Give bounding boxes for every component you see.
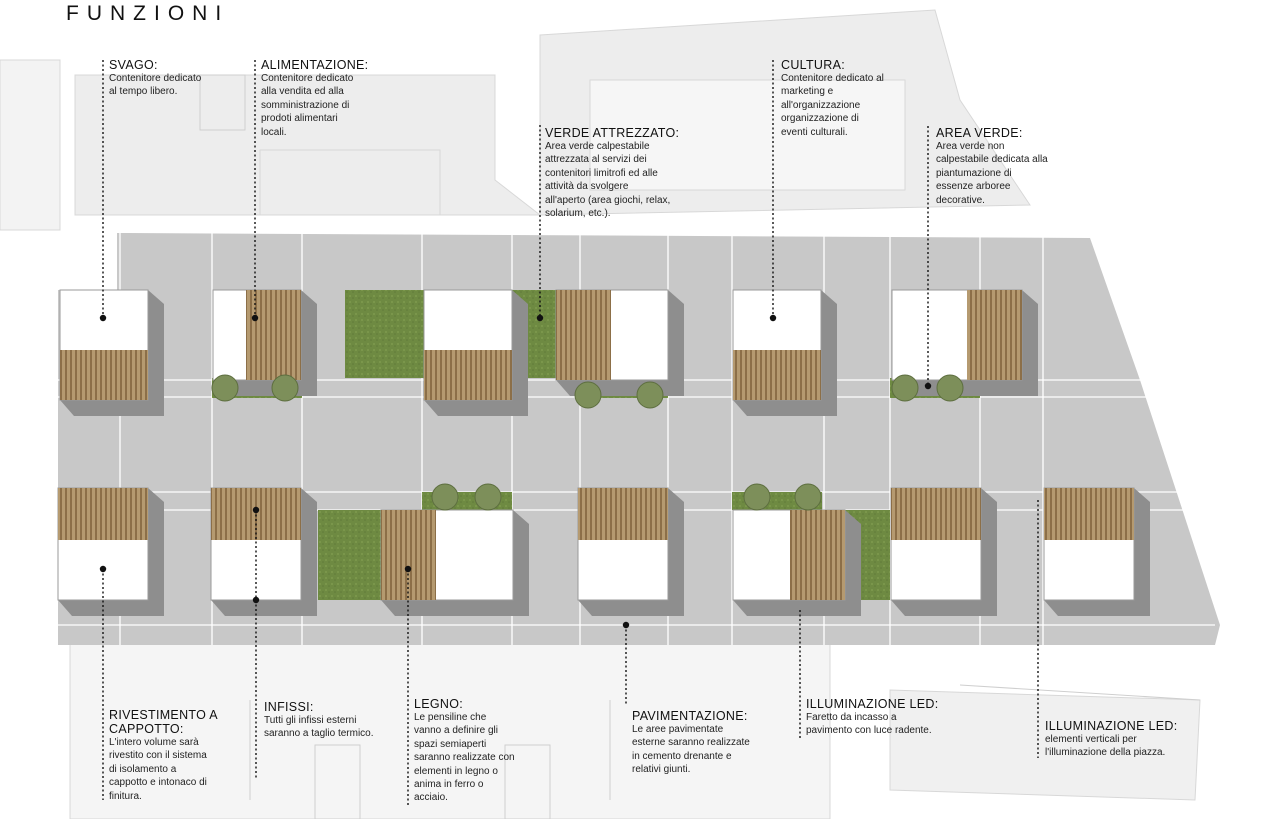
tree [936,374,964,402]
callout-rivestimento: RIVESTIMENTO A CAPPOTTO: L'intero volume… [109,708,249,803]
callout-title: INFISSI: [264,700,314,714]
callout-desc: Le aree pavimentate esterne saranno real… [632,724,750,776]
callout-desc: L'intero volume sarà rivestito con il si… [109,737,207,802]
wood-canopy [60,350,148,400]
wood-canopy [556,290,611,380]
callout-verde-attrezzato: VERDE ATTREZZATO: Area verde calpestabil… [545,126,705,220]
leader-dot [769,314,777,322]
leader-dot [252,596,260,604]
callout-title: AREA VERDE: [936,126,1023,140]
callout-title: RIVESTIMENTO A CAPPOTTO: [109,708,218,736]
leader-dot [622,621,630,629]
callout-desc: Faretto da incasso a pavimento con luce … [806,712,932,737]
callout-title: CULTURA: [781,58,845,72]
wood-canopy [733,350,821,400]
tree [636,381,664,409]
wood-canopy [424,350,512,400]
leader-dot [536,314,544,322]
grass-area [345,290,425,378]
leader-dot [99,314,107,322]
callout-desc: Area verde calpestabile attrezzata al se… [545,141,671,220]
leader-dot [251,314,259,322]
wood-canopy [891,488,981,540]
wood-canopy [790,510,845,600]
wood-canopy [58,488,148,540]
callout-area-verde: AREA VERDE: Area verde non calpestabile … [936,126,1081,207]
callout-legno: LEGNO: Le pensiline che vanno a definire… [414,697,539,805]
callout-desc: Tutti gli infissi esterni saranno a tagl… [264,715,374,740]
callout-title: VERDE ATTREZZATO: [545,126,680,140]
callout-title: ILLUMINAZIONE LED: [1045,719,1178,733]
wood-canopy [1044,488,1134,540]
wood-canopy [246,290,301,380]
callout-desc: Contenitore dedicato alla vendita ed all… [261,73,354,138]
tree [431,483,459,511]
callout-desc: Contenitore dedicato al marketing e all'… [781,73,884,138]
callout-desc: Le pensiline che vanno a definire gli sp… [414,712,515,804]
tree [891,374,919,402]
callout-title: SVAGO: [109,58,158,72]
leader-lines [102,60,1039,805]
wood-canopy [578,488,668,540]
wood-canopy [211,488,301,540]
callout-cultura: CULTURA: Contenitore dedicato al marketi… [781,58,916,139]
grass-area [318,510,383,600]
callout-title: PAVIMENTAZIONE: [632,709,748,723]
leader-dot [924,382,932,390]
callout-infissi: INFISSI: Tutti gli infissi esterni saran… [264,700,399,741]
callout-pavimentazione: PAVIMENTAZIONE: Le aree pavimentate este… [632,709,782,777]
context-lines [199,74,1201,819]
callout-title: ILLUMINAZIONE LED: [806,697,939,711]
leader-dot [252,506,260,514]
tree [211,374,239,402]
callout-title: LEGNO: [414,697,464,711]
tree [271,374,299,402]
tree [574,381,602,409]
callout-desc: Area verde non calpestabile dedicata all… [936,141,1048,206]
tree [474,483,502,511]
leader-dots [99,314,932,629]
callout-title: ALIMENTAZIONE: [261,58,369,72]
tree [743,483,771,511]
plan-features [57,289,1150,616]
page-title: FUNZIONI [66,2,230,25]
callout-svago: SVAGO: Contenitore dedicato al tempo lib… [109,58,239,99]
callout-alimentazione: ALIMENTAZIONE: Contenitore dedicato alla… [261,58,391,139]
context-buildings [0,9,1201,819]
callout-led-faretto: ILLUMINAZIONE LED: Faretto da incasso a … [806,697,966,738]
callout-led-verticali: ILLUMINAZIONE LED: elementi verticali pe… [1045,719,1195,760]
wood-canopy [381,510,436,600]
leader-dot [99,565,107,573]
tree [794,483,822,511]
callout-desc: Contenitore dedicato al tempo libero. [109,73,202,98]
callout-desc: elementi verticali per l'illuminazione d… [1045,734,1166,759]
leader-dot [404,565,412,573]
wood-canopy [967,290,1022,380]
